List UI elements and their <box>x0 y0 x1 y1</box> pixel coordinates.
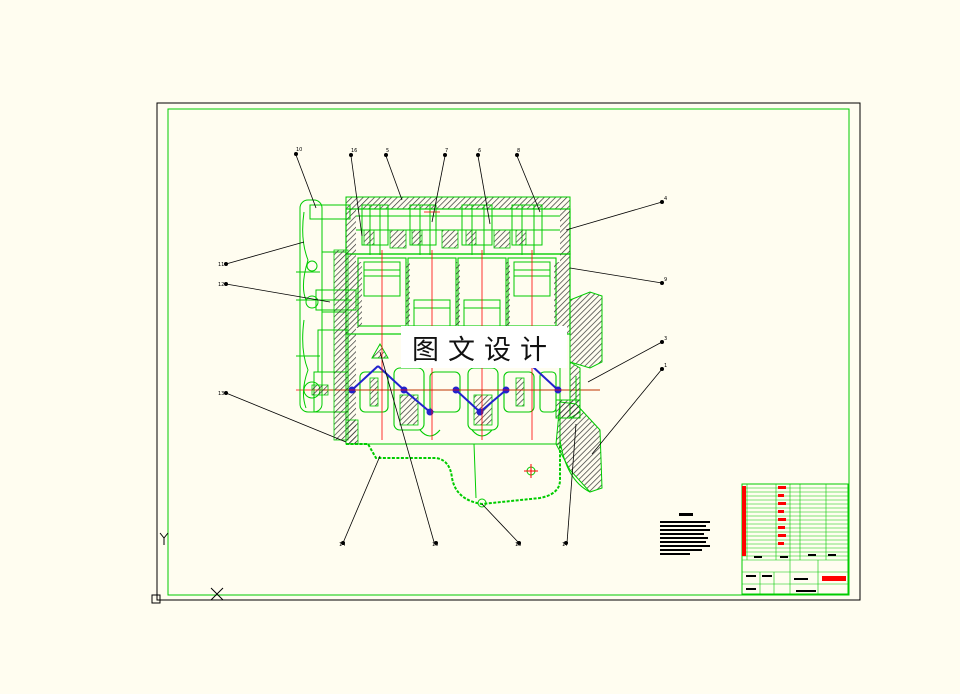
balloon-number: 6 <box>478 148 481 154</box>
balloon-number: 17 <box>562 542 568 548</box>
balloon-number: 3 <box>664 336 667 342</box>
balloon-number: 12 <box>218 282 224 288</box>
balloon-number: 10 <box>296 147 302 153</box>
ucs-icon <box>151 532 224 604</box>
balloon-number: 15 <box>432 542 438 548</box>
title-block <box>741 483 849 595</box>
ucs-x-label: X <box>226 602 227 604</box>
balloon-number: 8 <box>517 148 520 154</box>
balloon-number: 16 <box>351 148 357 154</box>
oil-pan <box>346 443 561 506</box>
balloon-number: 9 <box>664 277 667 283</box>
balloon-number: 1 <box>664 363 667 369</box>
balloon-number: 11 <box>218 262 224 268</box>
watermark-text: 图文设计 <box>401 326 567 368</box>
balloon-number: 18 <box>515 542 521 548</box>
flywheel <box>555 291 603 493</box>
ucs-y-label: Y <box>170 539 171 541</box>
balloon-number: 14 <box>339 542 345 548</box>
balloon-dots <box>224 152 664 545</box>
inner-frame <box>167 108 850 596</box>
outer-frame <box>156 102 861 601</box>
balloon-number: 13 <box>218 391 224 397</box>
balloon-number: 5 <box>386 148 389 154</box>
balloon-number: 4 <box>664 196 667 202</box>
leader-lines <box>225 154 663 544</box>
technical-notes <box>660 513 710 555</box>
balloon-number: 7 <box>445 148 448 154</box>
